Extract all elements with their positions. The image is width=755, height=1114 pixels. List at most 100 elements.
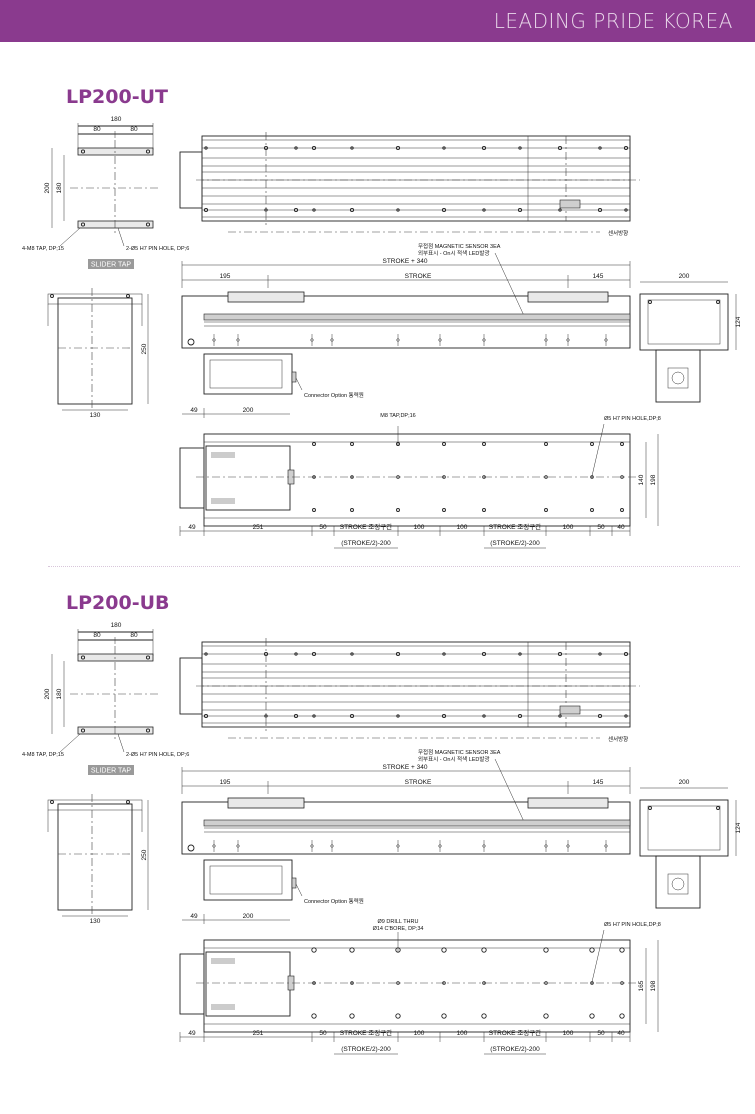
drawing-hole xyxy=(80,222,86,227)
drawing-hole xyxy=(349,207,355,213)
drawing-line xyxy=(117,733,125,753)
drawing-line xyxy=(59,733,81,753)
dim-plan-h-8: 50 xyxy=(597,1030,605,1037)
dim-49: 49 xyxy=(190,407,198,414)
drawing-rect xyxy=(655,855,701,909)
dim-plan-v2: 198 xyxy=(650,474,657,485)
dim-80-left: 80 xyxy=(93,632,101,639)
dim-130: 130 xyxy=(90,918,101,925)
drawing-hole xyxy=(597,207,603,213)
drawing-rect xyxy=(527,135,631,222)
dim-180-v: 180 xyxy=(56,688,63,699)
drawing-hole xyxy=(442,981,446,985)
drawing-hole xyxy=(293,207,299,213)
drawing-hole xyxy=(623,145,629,151)
drawing-hole xyxy=(481,145,487,151)
drawing-hole xyxy=(716,806,720,810)
drawing-hole xyxy=(481,1013,487,1019)
drawing-hole xyxy=(395,651,401,657)
drawing-hole xyxy=(396,714,400,718)
drawing-hole xyxy=(145,222,151,227)
drawing-hole xyxy=(590,442,594,446)
drawing-hole xyxy=(187,338,195,346)
drawing-hole xyxy=(312,208,316,212)
drawing-hole xyxy=(204,146,208,150)
sensor-label: 무접점 MAGNETIC SENSOR 3EA xyxy=(418,242,501,250)
drawing-rect xyxy=(291,371,297,383)
drawing-rect xyxy=(291,877,297,889)
drawing-rect xyxy=(205,951,291,1017)
drawing-hole xyxy=(482,981,486,985)
label-pin-hole: 2-Ø5 H7 PIN HOLE, DP;6 xyxy=(126,752,189,758)
drawing-hole xyxy=(589,947,595,953)
dim-plan-h-0: 49 xyxy=(188,524,196,531)
drawing-hole xyxy=(330,844,334,848)
drawing-rect xyxy=(77,147,154,156)
drawing-hole xyxy=(312,442,316,446)
drawing-hole xyxy=(395,145,401,151)
dim-124: 124 xyxy=(735,316,742,327)
drawing-hole xyxy=(311,651,317,657)
dim-plan-h-3: STROKE 조정구간 xyxy=(340,522,392,531)
drawing-hole xyxy=(294,652,298,656)
drawing-hole xyxy=(212,338,216,342)
drawing-hole xyxy=(517,207,523,213)
dim-250: 250 xyxy=(141,849,148,860)
pin-hole-label: Ø5 H7 PIN HOLE,DP;8 xyxy=(604,922,661,928)
drawing-hole xyxy=(441,713,447,719)
dim-250: 250 xyxy=(141,343,148,354)
dim-plan-h-8: 50 xyxy=(597,524,605,531)
drawing-hole xyxy=(544,508,548,512)
drawing-hole xyxy=(590,508,594,512)
drawing-hole xyxy=(544,981,548,985)
drawing-hole xyxy=(442,442,446,446)
drawing-hole xyxy=(310,844,314,848)
drawing-hole xyxy=(604,844,608,848)
drawing-hole xyxy=(145,655,151,660)
drawing-hole xyxy=(80,728,86,733)
drawing-hole xyxy=(544,338,548,342)
drawing-hole xyxy=(395,1013,401,1019)
sensor-sub-label: 외부표시 - On시 적색 LED발광 xyxy=(418,249,490,257)
drawing-hole xyxy=(558,208,562,212)
drawing-hole xyxy=(518,652,522,656)
label-pin-hole: 2-Ø5 H7 PIN HOLE, DP;6 xyxy=(126,246,189,252)
dim-plan-h-9: 40 xyxy=(617,524,625,531)
drawing-hole xyxy=(311,145,317,151)
dim-180: 180 xyxy=(111,116,122,123)
dim-130: 130 xyxy=(90,412,101,419)
drawing-hole xyxy=(350,981,354,985)
drawing-hole xyxy=(311,1013,317,1019)
drawing-hole xyxy=(671,371,685,385)
dim-plan-h-1: 251 xyxy=(253,1030,264,1037)
dim-plan-h-2: 50 xyxy=(319,1030,327,1037)
drawing-hole xyxy=(557,145,563,151)
dim-plan-v2: 198 xyxy=(650,980,657,991)
drawing-rect xyxy=(559,199,581,209)
dim-stroke: STROKE xyxy=(405,273,432,280)
drawing-hole xyxy=(350,652,354,656)
dim-half-stroke-right: (STROKE/2)-200 xyxy=(490,1046,540,1053)
drawing-line xyxy=(591,423,605,477)
drawing-hole xyxy=(442,508,446,512)
drawing-hole xyxy=(204,652,208,656)
drawing-rect xyxy=(47,293,143,305)
drawing-rect xyxy=(77,726,154,735)
drawing-hole xyxy=(481,947,487,953)
drawing-rect xyxy=(203,313,631,321)
dim-145: 145 xyxy=(593,779,604,786)
drawing-hole xyxy=(350,442,354,446)
drawing-hole xyxy=(203,713,209,719)
drawing-hole xyxy=(482,338,486,342)
dim-180: 180 xyxy=(111,622,122,629)
drawing-line xyxy=(494,758,527,827)
dim-180-v: 180 xyxy=(56,182,63,193)
drawing-rect xyxy=(77,653,154,662)
drawing-hole xyxy=(350,475,354,479)
drawing-hole xyxy=(80,149,86,154)
